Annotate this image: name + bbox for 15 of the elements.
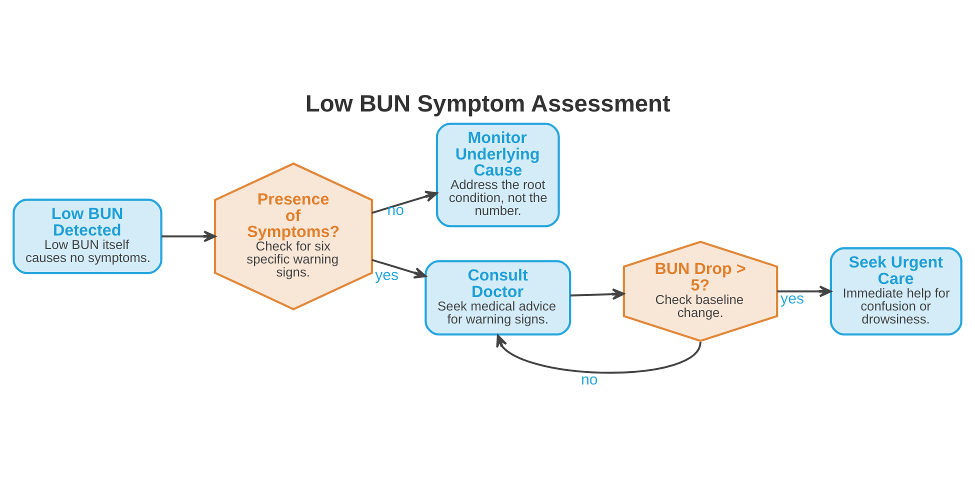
edge-label: yes — [375, 266, 399, 284]
node-box: Seek Urgent Care Immediate help for confusion or drowsiness. — [830, 246, 962, 336]
node-box: Monitor Underlying Cause Address the root condition, not the number. — [436, 122, 560, 227]
arrow — [372, 190, 438, 214]
node-box: Low BUN Detected Low BUN itself causes no symptoms. — [12, 198, 162, 274]
edge-label: yes — [780, 290, 804, 307]
edge-label: no — [581, 371, 598, 388]
edge-label: no — [387, 202, 404, 219]
arrow — [162, 230, 216, 242]
arrow — [496, 334, 702, 374]
arrow — [570, 288, 625, 300]
diagram-title: Low BUN Symptom Assessment — [305, 91, 670, 118]
arrow — [372, 258, 426, 278]
node-box: Consult Doctor Seek medical advice for warning signs. — [424, 260, 572, 336]
arrow — [777, 285, 832, 297]
